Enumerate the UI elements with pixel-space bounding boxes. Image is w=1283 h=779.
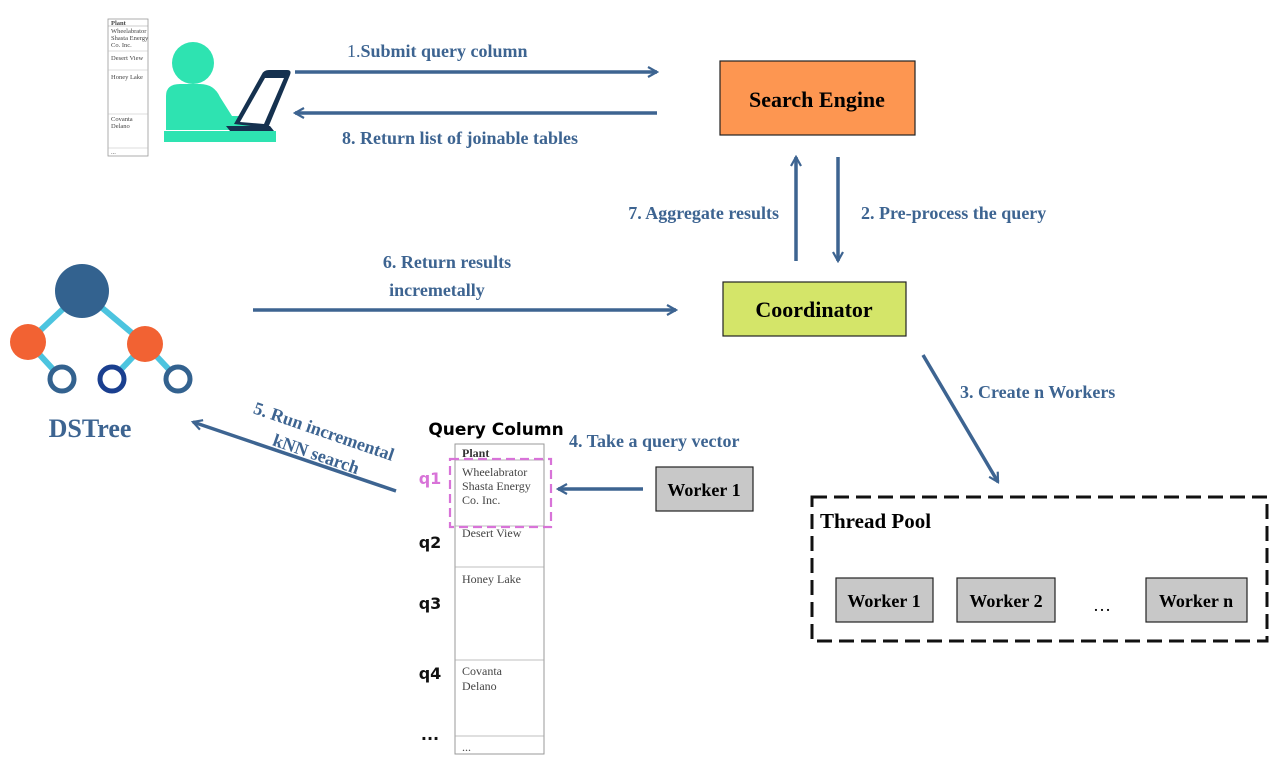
step3-label: 3. Create n Workers [960,382,1115,402]
worker-box-label: Worker 1 [847,591,920,611]
tree-icon [10,264,193,394]
query-cell: Delano [462,679,497,693]
worker-box [655,466,754,512]
small-table-cell: Delano [111,123,130,130]
query-cell: Honey Lake [462,572,521,586]
small-table-cell: Wheelabrator [111,28,147,35]
workers-ellipsis: … [1093,595,1111,615]
coordinator-label: Coordinator [755,297,873,322]
search-engine-box: Search Engine [719,60,916,136]
step6-label-line2: incremetally [389,280,485,300]
small-table-cell: Co. Inc. [111,42,132,49]
small-table-cell: Shasta Energy [111,35,149,42]
query-column-table: Query Column Plant Wheelabrator Shasta E… [428,420,564,755]
query-vector-label-q1: q1 [419,469,442,488]
step2-label: 2. Pre-process the query [861,203,1046,223]
small-table-cell: Desert View [111,55,143,62]
worker-label: Worker 1 [667,480,740,500]
query-cell: ... [462,740,471,754]
step6-label-line1: 6. Return results [383,252,511,272]
query-cell: Desert View [462,526,522,540]
small-table-cell: Honey Lake [111,74,143,81]
coordinator-box: Coordinator [722,281,907,337]
worker-box-label: Worker n [1159,591,1233,611]
query-vector-label-q3: q3 [419,594,442,613]
query-vector-label-q4: q4 [419,664,442,683]
small-table-cell: Covanta [111,116,133,123]
arrow-run-knn-search [193,422,397,493]
step1-label: 1.Submit query column [347,41,528,61]
small-table-thumbnail: Plant Wheelabrator Shasta Energy Co. Inc… [107,18,149,157]
small-table-header: Plant [111,20,127,27]
small-table-cell: ... [111,149,116,156]
query-highlight-box [448,457,553,529]
step4-label: 4. Take a query vector [569,431,740,451]
step7-label: 7. Aggregate results [628,203,779,223]
dstree-label: DSTree [49,414,132,443]
user-at-laptop-icon [164,42,291,142]
query-cell: Covanta [462,664,503,678]
step8-label: 8. Return list of joinable tables [342,128,578,148]
worker-box-label: Worker 2 [969,591,1042,611]
query-vector-label-q2: q2 [419,533,442,552]
query-column-title: Query Column [428,420,563,440]
query-column-header: Plant [462,446,489,460]
query-cell: Co. Inc. [462,493,500,507]
query-cell: Shasta Energy [462,479,531,493]
search-engine-label: Search Engine [749,87,885,112]
query-cell: Wheelabrator [462,465,527,479]
thread-pool-title: Thread Pool [820,509,931,533]
query-vector-label-more: ... [421,725,439,744]
thread-pool: Thread Pool Worker 1 Worker 2 … Worker n [810,495,1269,643]
arrow-create-workers [921,354,1000,482]
